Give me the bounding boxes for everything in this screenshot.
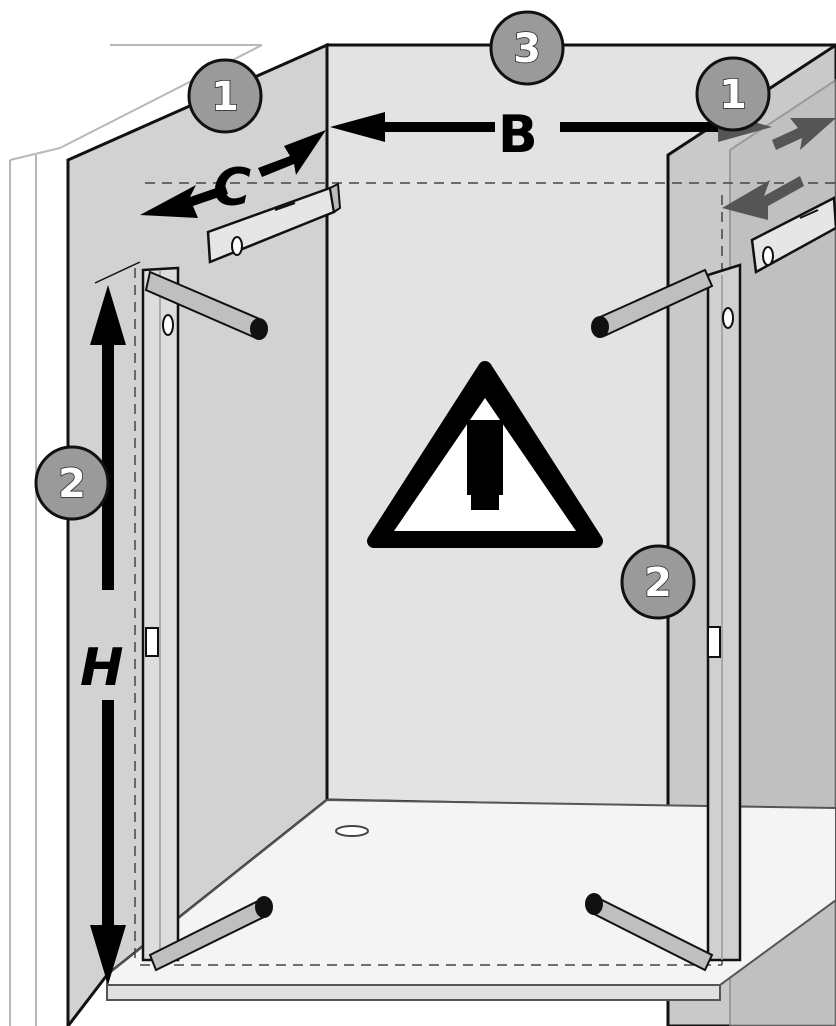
dimension-h-arrow bbox=[90, 261, 141, 985]
warning-triangle-icon bbox=[367, 361, 603, 548]
right-profile-screw bbox=[722, 307, 734, 329]
right-depth-arrow bbox=[722, 118, 836, 220]
left-profile-bracket bbox=[145, 627, 159, 657]
left-profile-screw bbox=[162, 314, 174, 336]
dimension-c-label: C bbox=[213, 158, 251, 218]
callout-1-right-label: 1 bbox=[719, 72, 747, 118]
dimension-c-arrow bbox=[140, 130, 326, 218]
callout-1-right: 1 bbox=[695, 56, 771, 132]
callout-2-left: 2 bbox=[34, 445, 110, 521]
shower-tray-front bbox=[106, 984, 721, 1001]
callout-2-left-label: 2 bbox=[58, 461, 86, 507]
spirit-level-left bbox=[206, 182, 342, 264]
sight-rods bbox=[144, 268, 714, 972]
callout-1-left-label: 1 bbox=[211, 74, 239, 120]
callout-3-top: 3 bbox=[489, 10, 565, 86]
dimension-b-label: B bbox=[498, 105, 538, 165]
right-profile-bracket bbox=[707, 626, 721, 658]
callout-1-left: 1 bbox=[187, 58, 263, 134]
dimension-h-label: H bbox=[80, 638, 124, 698]
callout-2-right-label: 2 bbox=[644, 560, 672, 606]
callout-3-top-label: 3 bbox=[513, 26, 541, 72]
right-wall-profile bbox=[706, 263, 742, 962]
drain bbox=[335, 825, 369, 837]
callout-2-right: 2 bbox=[620, 544, 696, 620]
spirit-level-right bbox=[750, 196, 836, 274]
